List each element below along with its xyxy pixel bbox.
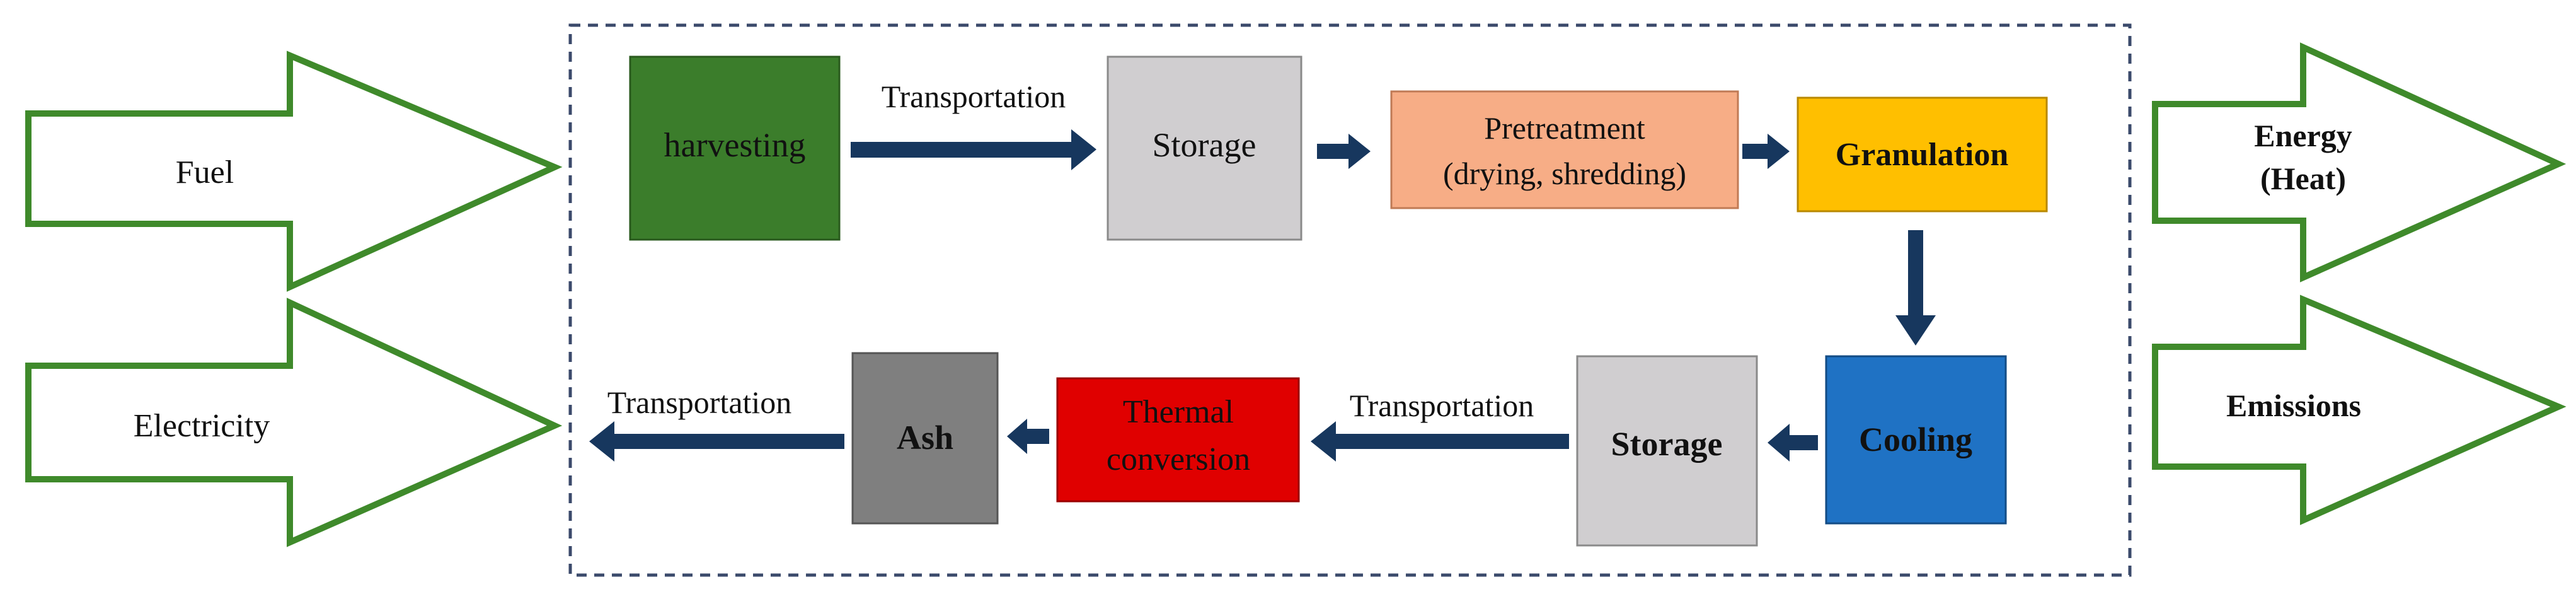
heat-label: (Heat) xyxy=(2260,161,2346,196)
flow-arrow-pretreatment-to-granulation xyxy=(1742,134,1790,169)
storage-2-label: Storage xyxy=(1611,425,1723,463)
emissions-output-arrow: Emissions xyxy=(2152,294,2567,525)
flow-arrow-thermal-to-ash xyxy=(1007,419,1049,454)
transport-arrow-3: Transportation xyxy=(589,385,844,462)
pretreatment-detail-label: (drying, shredding) xyxy=(1443,156,1686,191)
thermal-conversion-box: Thermal conversion xyxy=(1056,377,1300,503)
transport-arrow-1: Transportation xyxy=(851,79,1096,170)
electricity-label: Electricity xyxy=(134,408,270,444)
storage-1-label: Storage xyxy=(1153,126,1256,164)
flow-arrow-granulation-to-cooling xyxy=(1895,230,1936,346)
cooling-box: Cooling xyxy=(1825,355,2007,525)
storage-box-1: Storage xyxy=(1107,55,1302,241)
emissions-label: Emissions xyxy=(2226,388,2361,423)
harvesting-label: harvesting xyxy=(664,126,806,164)
thermal-label: Thermal xyxy=(1123,394,1234,430)
harvesting-box: harvesting xyxy=(629,55,841,241)
system-boundary xyxy=(568,23,2132,577)
transport-3-label: Transportation xyxy=(607,385,792,420)
energy-label: Energy xyxy=(2254,118,2352,153)
electricity-input-arrow: Electricity xyxy=(25,298,563,547)
granulation-box: Granulation xyxy=(1797,96,2048,213)
ash-box: Ash xyxy=(851,352,999,525)
transport-arrow-2: Transportation xyxy=(1311,388,1569,462)
transport-1-label: Transportation xyxy=(882,79,1066,114)
energy-output-arrow: Energy (Heat) xyxy=(2152,42,2567,282)
fuel-input-arrow: Fuel xyxy=(25,50,563,292)
granulation-label: Granulation xyxy=(1836,137,2009,173)
fuel-label: Fuel xyxy=(176,154,234,190)
flow-arrow-storage-to-pretreatment xyxy=(1317,134,1371,169)
flow-arrow-cooling-to-storage xyxy=(1768,424,1818,462)
pretreatment-box: Pretreatment (drying, shredding) xyxy=(1390,90,1739,209)
storage-box-2: Storage xyxy=(1576,355,1758,547)
transport-2-label: Transportation xyxy=(1350,388,1534,423)
ash-label: Ash xyxy=(897,419,953,457)
conversion-label: conversion xyxy=(1107,441,1250,477)
pretreatment-label: Pretreatment xyxy=(1484,110,1645,146)
cooling-label: Cooling xyxy=(1859,421,1972,458)
